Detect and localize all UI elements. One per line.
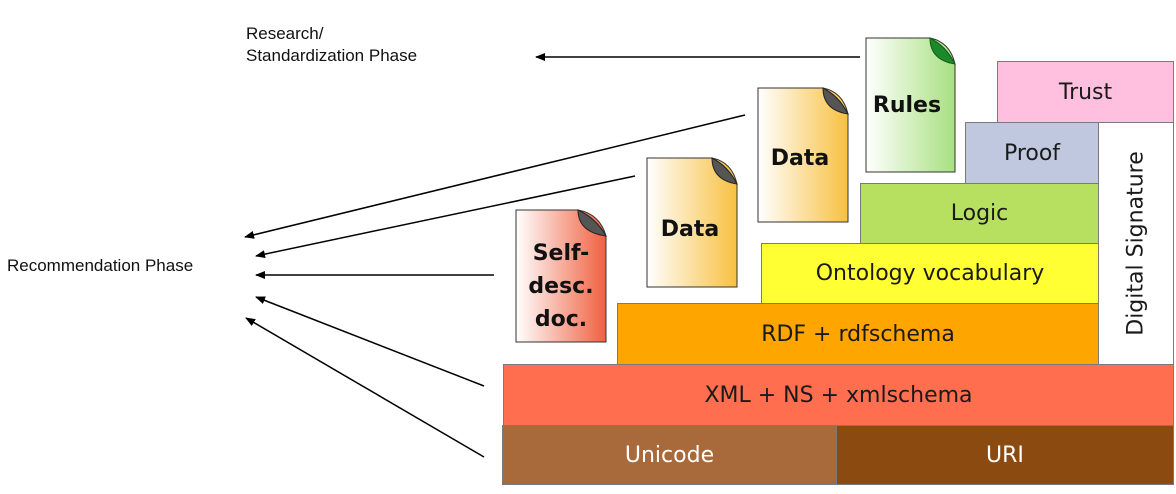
selfdesc-label-line3: doc. [535,307,587,332]
research-label-line1: Research/ [246,24,324,43]
research-label-line2: Standardization Phase [246,46,418,65]
arrow-xml-to-recommendation [255,296,485,387]
uri-layer: URI [836,425,1174,485]
rules-doc-label: Rules [873,93,941,118]
selfdesc-doc-icon: Self- desc. doc. [515,209,607,343]
arrow-data2-to-recommendation [244,114,746,239]
rules-doc-icon: Rules [865,37,956,173]
research-phase-label: Research/ Standardization Phase [246,23,417,67]
arrow-data1-to-recommendation [255,175,636,259]
unicode-layer: Unicode [502,425,837,485]
data-doc-label-2: Data [771,146,829,171]
selfdesc-label-line2: desc. [528,274,593,299]
data-doc-label-1: Data [661,217,719,242]
trust-layer: Trust [997,61,1174,123]
arrow-unicode-to-recommendation [245,317,485,458]
data-doc-icon-2: Data [757,87,849,223]
data-doc-icon-1: Data [646,157,738,288]
recommendation-phase-label: Recommendation Phase [7,256,194,275]
digital-signature-layer: Digital Signature [1098,122,1174,365]
selfdesc-label-line1: Self- [533,241,590,266]
